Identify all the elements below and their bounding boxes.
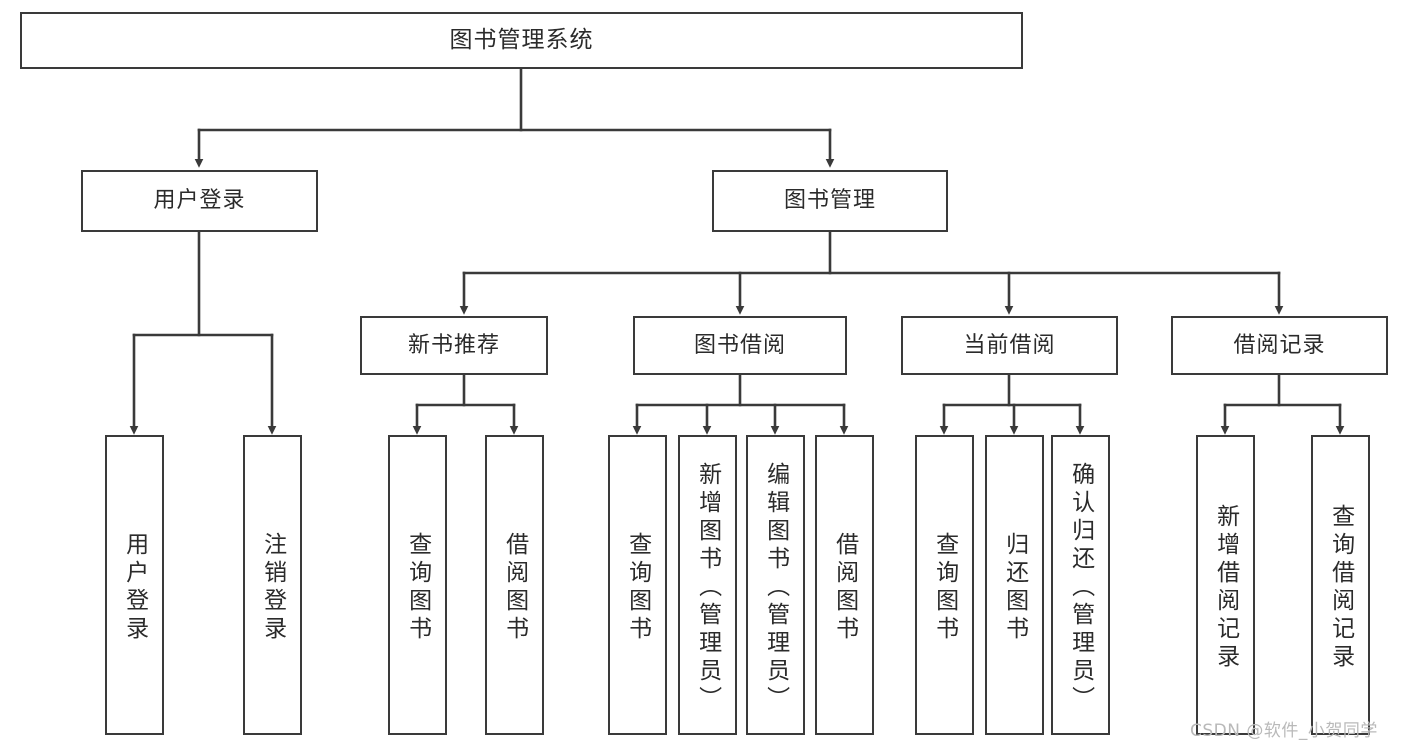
leaf-new-book-query-label: 查询图书	[404, 532, 431, 644]
leaf-records-add-record[interactable]: 新增借阅记录	[1196, 435, 1255, 735]
node-root-system[interactable]: 图书管理系统	[20, 12, 1023, 69]
node-borrow-records[interactable]: 借阅记录	[1171, 316, 1388, 375]
leaf-borrow-add-book-label: 新增图书（管理员）	[694, 462, 721, 714]
leaf-records-query-record-label: 查询借阅记录	[1327, 504, 1354, 672]
node-new-book-recommend[interactable]: 新书推荐	[360, 316, 548, 375]
leaf-records-query-record[interactable]: 查询借阅记录	[1311, 435, 1370, 735]
node-current-borrow-label: 当前借阅	[963, 332, 1056, 358]
node-borrow-records-label: 借阅记录	[1233, 332, 1326, 358]
node-book-borrow[interactable]: 图书借阅	[633, 316, 847, 375]
leaf-borrow-edit-book-label: 编辑图书（管理员）	[762, 462, 789, 714]
leaf-current-confirm-return-label: 确认归还（管理员）	[1067, 462, 1094, 714]
leaf-new-book-query[interactable]: 查询图书	[388, 435, 447, 735]
node-user-login[interactable]: 用户登录	[81, 170, 318, 232]
leaf-current-return-book-label: 归还图书	[1001, 532, 1028, 644]
leaf-borrow-borrow-book[interactable]: 借阅图书	[815, 435, 874, 735]
leaf-user-login-logout[interactable]: 注销登录	[243, 435, 302, 735]
node-book-management[interactable]: 图书管理	[712, 170, 948, 232]
leaf-user-login-logout-label: 注销登录	[259, 532, 286, 644]
leaf-user-login-login[interactable]: 用户登录	[105, 435, 164, 735]
leaf-new-book-borrow-label: 借阅图书	[501, 532, 528, 644]
leaf-borrow-add-book[interactable]: 新增图书（管理员）	[678, 435, 737, 735]
leaf-current-return-book[interactable]: 归还图书	[985, 435, 1044, 735]
leaf-borrow-query-book[interactable]: 查询图书	[608, 435, 667, 735]
leaf-borrow-edit-book[interactable]: 编辑图书（管理员）	[746, 435, 805, 735]
leaf-records-add-record-label: 新增借阅记录	[1212, 504, 1239, 672]
csdn-watermark: CSDN @软件_小贺同学	[1190, 721, 1378, 741]
node-book-management-label: 图书管理	[783, 188, 876, 214]
leaf-current-query-book-label: 查询图书	[931, 532, 958, 644]
leaf-borrow-query-book-label: 查询图书	[624, 532, 651, 644]
leaf-current-query-book[interactable]: 查询图书	[915, 435, 974, 735]
node-current-borrow[interactable]: 当前借阅	[901, 316, 1118, 375]
leaf-user-login-login-label: 用户登录	[121, 532, 148, 644]
node-user-login-label: 用户登录	[153, 188, 246, 214]
leaf-current-confirm-return[interactable]: 确认归还（管理员）	[1051, 435, 1110, 735]
node-book-borrow-label: 图书借阅	[693, 332, 786, 358]
node-root-label: 图书管理系统	[449, 26, 594, 53]
node-new-book-recommend-label: 新书推荐	[407, 332, 500, 358]
leaf-borrow-borrow-book-label: 借阅图书	[831, 532, 858, 644]
leaf-new-book-borrow[interactable]: 借阅图书	[485, 435, 544, 735]
